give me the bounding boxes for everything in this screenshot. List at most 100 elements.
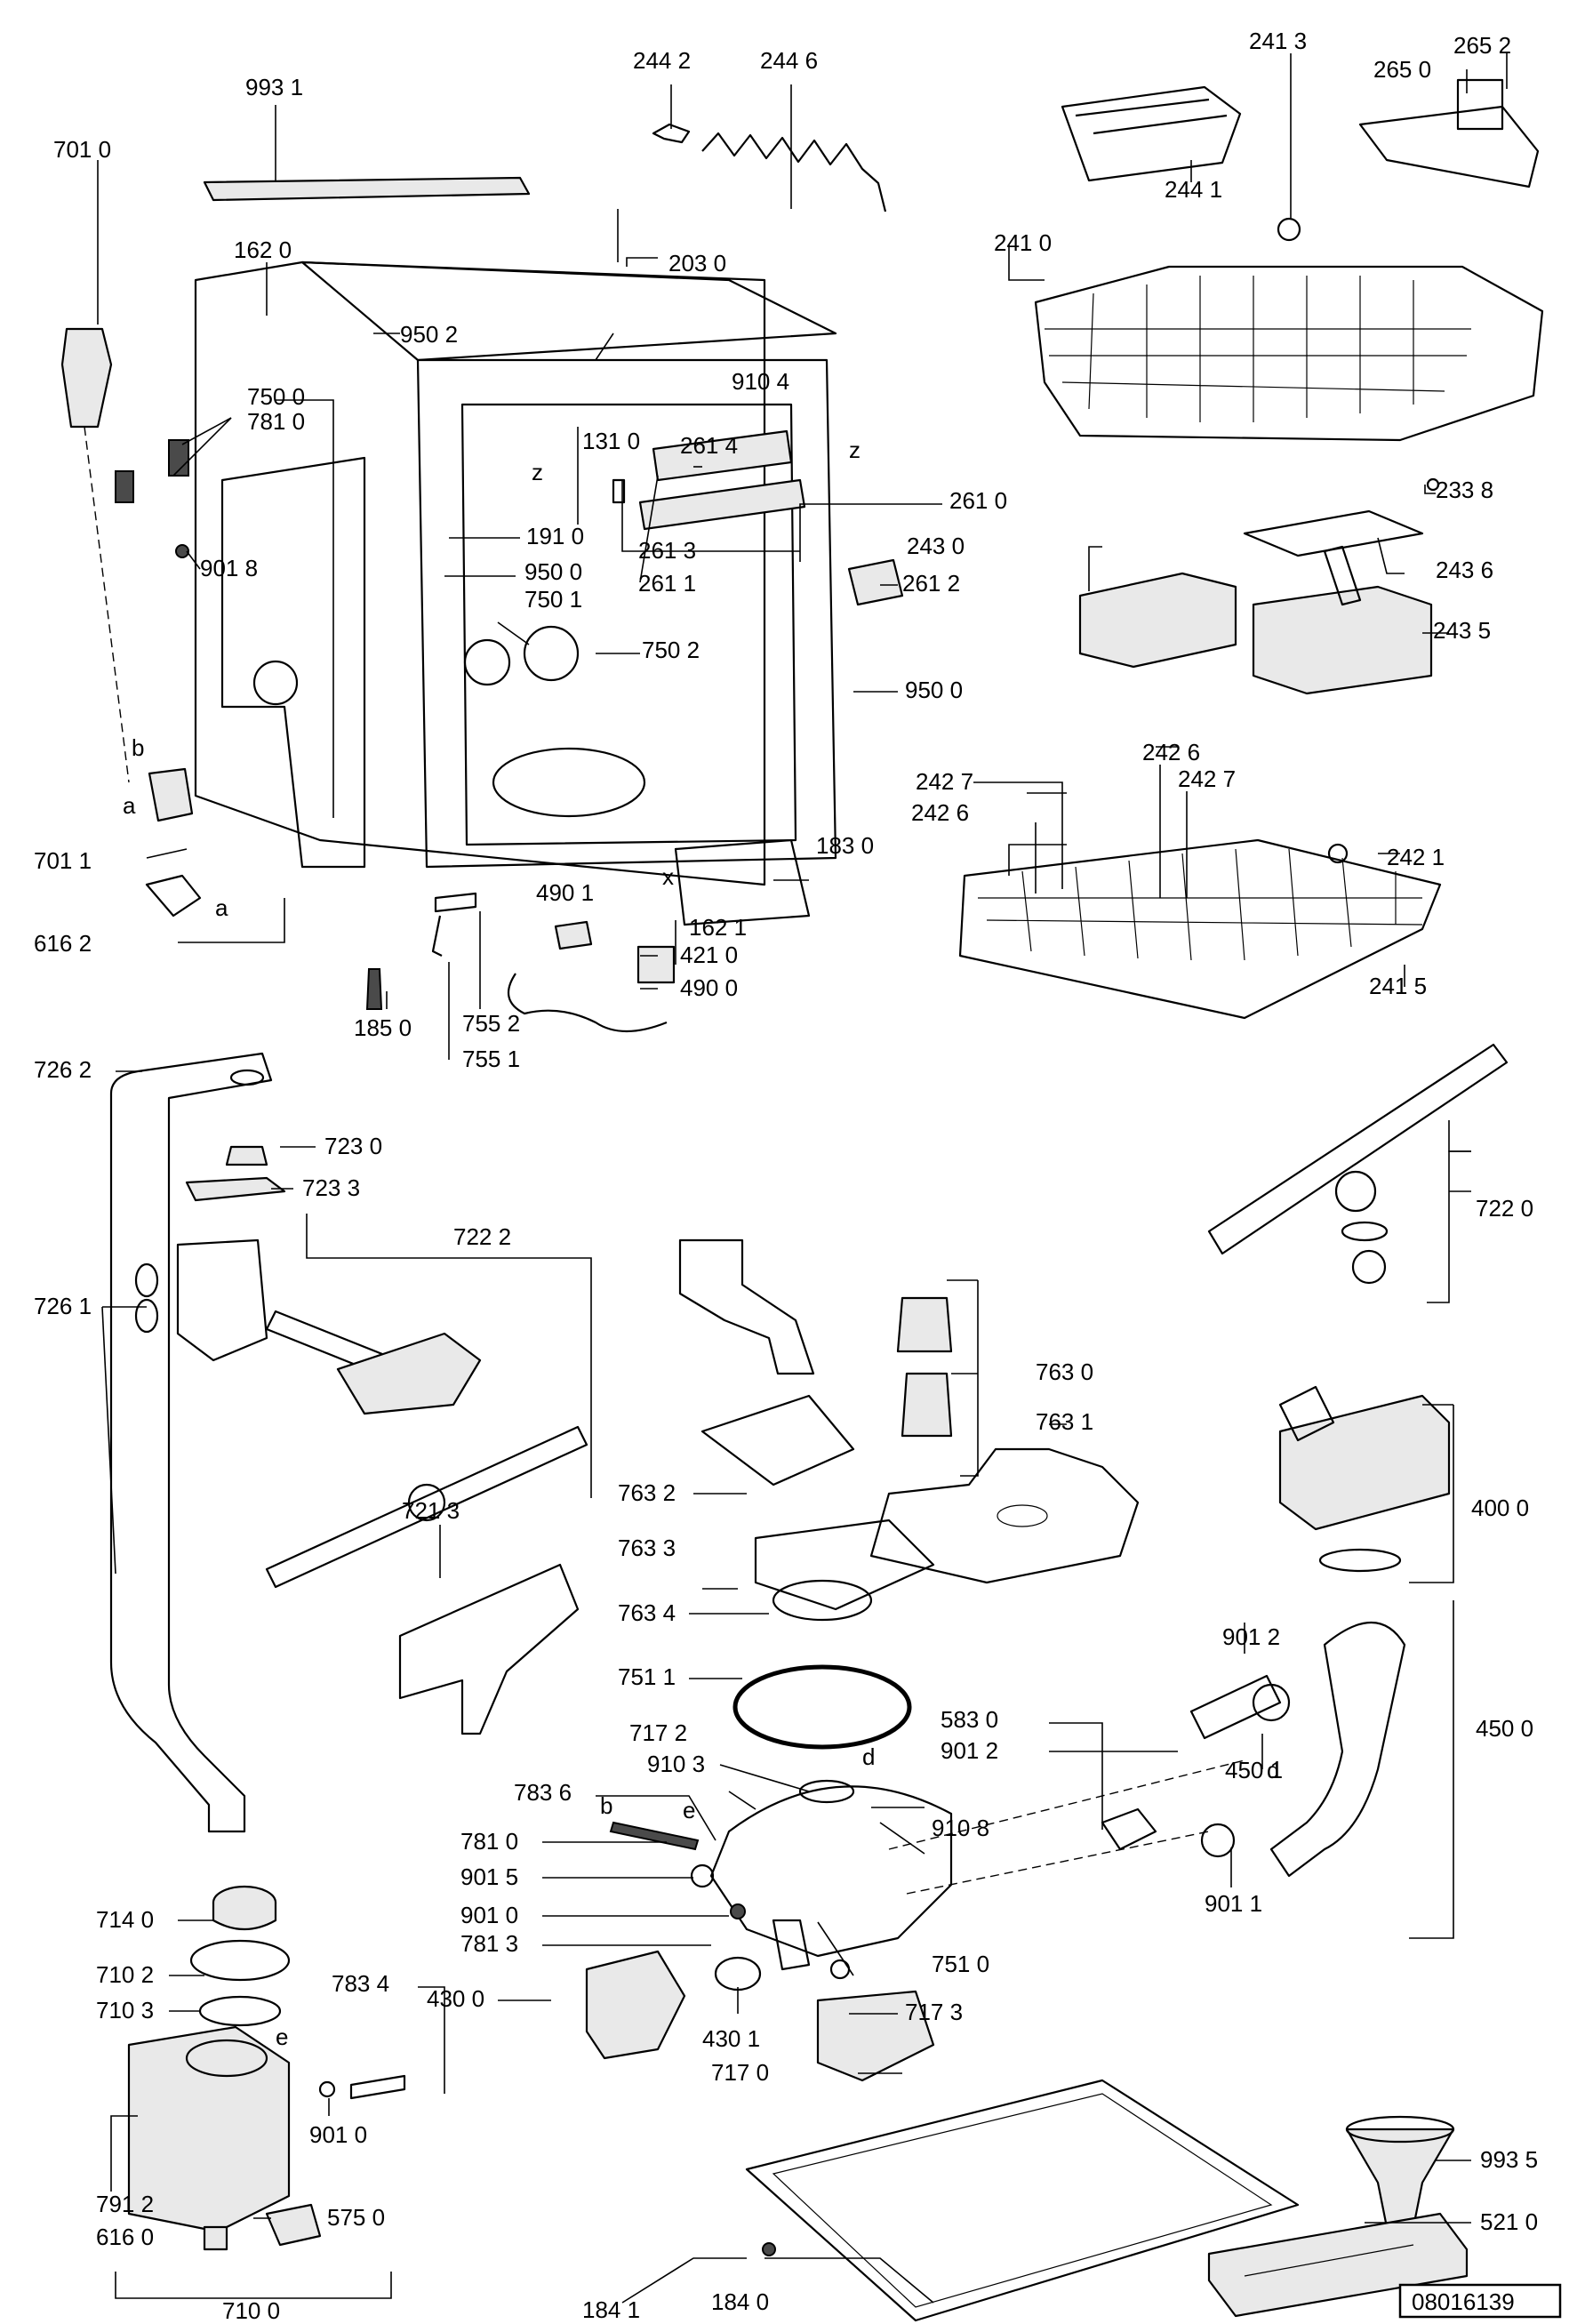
- part-label-203-0: 203 0: [668, 250, 726, 276]
- side-wall-duct-part: [220, 456, 366, 869]
- part-label-781-0-a: 781 0: [247, 408, 305, 435]
- part-label-244-2: 244 2: [633, 47, 691, 74]
- dispenser-ring-part: [189, 1939, 291, 1982]
- marker-d-sump: d: [862, 1743, 875, 1770]
- drain-plate-part: [754, 1519, 935, 1611]
- heater-block-part: [1278, 1394, 1451, 1531]
- spray-arm-hub-part: [523, 625, 580, 682]
- drain-bracket-part: [700, 1394, 855, 1487]
- control-panel-part: [1207, 2212, 1469, 2318]
- part-label-616-2: 616 2: [34, 930, 92, 957]
- cup-shelf-part: [1061, 85, 1242, 182]
- heater-bracket-part: [1278, 1385, 1335, 1442]
- spray-support-part: [398, 1563, 580, 1735]
- part-label-901-0-a: 901 0: [460, 1902, 518, 1928]
- part-label-241-0: 241 0: [994, 229, 1052, 256]
- filter-plate-hole: [997, 1504, 1048, 1527]
- dispenser-body-part: [127, 2025, 291, 2233]
- part-label-244-6: 244 6: [760, 47, 818, 74]
- part-label-950-0-a: 950 0: [524, 558, 582, 585]
- tub-front-frame: [416, 358, 837, 869]
- part-label-781-3: 781 3: [460, 1930, 518, 1957]
- part-label-950-2: 950 2: [400, 321, 458, 348]
- control-panel-buttons: [1244, 2244, 1414, 2277]
- basket-roller-part: [1277, 217, 1301, 242]
- part-label-162-0: 162 0: [234, 236, 292, 263]
- part-label-901-2-a: 901 2: [1222, 1623, 1280, 1650]
- upper-spray-arm-hub: [1351, 1249, 1387, 1285]
- part-label-261-4: 261 4: [680, 432, 738, 459]
- part-label-750-0: 750 0: [247, 383, 305, 410]
- angle-valve-part: [145, 874, 202, 918]
- part-label-901-5: 901 5: [460, 1863, 518, 1890]
- part-label-131-0: 131 0: [582, 428, 640, 454]
- valve-fitting-part: [1101, 1807, 1157, 1851]
- part-label-910-8: 910 8: [932, 1815, 989, 1841]
- drain-pump-seal: [714, 1956, 762, 1991]
- part-label-783-4: 783 4: [332, 1970, 389, 1997]
- filter-seal-part: [772, 1579, 873, 1622]
- part-label-261-3: 261 3: [638, 537, 696, 564]
- marker-b-lower: b: [600, 1792, 612, 1819]
- part-label-243-6: 243 6: [1436, 557, 1493, 583]
- upper-spray-arm-part: [1207, 1043, 1509, 1255]
- part-label-242-7-a: 242 7: [916, 768, 973, 795]
- part-label-261-2: 261 2: [902, 570, 960, 597]
- part-label-261-0: 261 0: [949, 487, 1007, 514]
- part-label-241-3: 241 3: [1249, 28, 1307, 54]
- part-label-901-2-b: 901 2: [941, 1737, 998, 1764]
- filter-plate-part: [869, 1447, 1140, 1584]
- part-label-575-0: 575 0: [327, 2204, 385, 2231]
- part-label-242-6-b: 242 6: [1142, 739, 1200, 765]
- part-label-791-2: 791 2: [96, 2191, 154, 2217]
- part-label-242-7-b: 242 7: [1178, 765, 1236, 792]
- connector-box-part: [554, 920, 593, 950]
- funnel-part: [1345, 2128, 1455, 2229]
- part-drawings: [60, 78, 1544, 2322]
- inlet-valve-part: [60, 327, 113, 429]
- sump-housing-part: [709, 1785, 953, 1958]
- small-seal-part: [690, 1863, 715, 1888]
- part-label-183-0: 183 0: [816, 832, 874, 859]
- part-label-430-0: 430 0: [427, 1985, 484, 2012]
- marker-a-left: a: [123, 792, 136, 819]
- part-label-722-2: 722 2: [453, 1223, 511, 1250]
- part-label-265-0: 265 0: [1373, 56, 1431, 83]
- part-label-723-0: 723 0: [324, 1133, 382, 1159]
- part-label-233-8: 233 8: [1436, 477, 1493, 503]
- funnel-rim: [1345, 2115, 1455, 2144]
- upper-spray-arm-ring: [1341, 1221, 1389, 1242]
- lower-spray-arm-part: [265, 1425, 588, 1589]
- door-screw-part: [762, 2242, 776, 2256]
- rail-clip-part: [612, 478, 626, 504]
- document-code-box: [1398, 2283, 1562, 2319]
- part-label-993-5: 993 5: [1480, 2146, 1538, 2173]
- pipe-clamp-part: [185, 1176, 286, 1202]
- part-label-723-3: 723 3: [302, 1174, 360, 1201]
- coarse-filter-part: [901, 1372, 953, 1438]
- sump-dashed-link-2: [906, 1831, 1210, 1895]
- part-label-910-4: 910 4: [732, 368, 789, 395]
- part-label-901-0-b: 901 0: [309, 2121, 367, 2148]
- sump-dashed-link: [888, 1759, 1245, 1850]
- cutlery-basket-lid-part: [1243, 509, 1424, 557]
- part-label-750-1: 750 1: [524, 586, 582, 613]
- part-label-450-0: 450 0: [1476, 1715, 1533, 1742]
- part-labels: 993 1 244 2 244 6 241 3 265 2 265 0 701 …: [34, 28, 1538, 2323]
- part-label-261-1: 261 1: [638, 570, 696, 597]
- dispenser-opening: [185, 2039, 268, 2078]
- part-label-400-0: 400 0: [1471, 1495, 1529, 1521]
- small-nut-part: [730, 1903, 746, 1919]
- part-label-710-0-visible: 710 0: [222, 2297, 280, 2324]
- supply-pipe-connector: [134, 1262, 159, 1298]
- marker-d-hose: d: [1267, 1757, 1279, 1783]
- part-label-265-2: 265 2: [1453, 32, 1511, 59]
- part-label-185-0: 185 0: [354, 1014, 412, 1041]
- spray-arm-hub-ring: [463, 638, 511, 686]
- part-label-242-6-a: 242 6: [911, 799, 969, 826]
- part-label-781-0-b: 781 0: [460, 1828, 518, 1855]
- marker-e-dispenser: e: [276, 2023, 288, 2050]
- hinge-clip-part: [652, 123, 691, 144]
- part-label-726-1: 726 1: [34, 1293, 92, 1319]
